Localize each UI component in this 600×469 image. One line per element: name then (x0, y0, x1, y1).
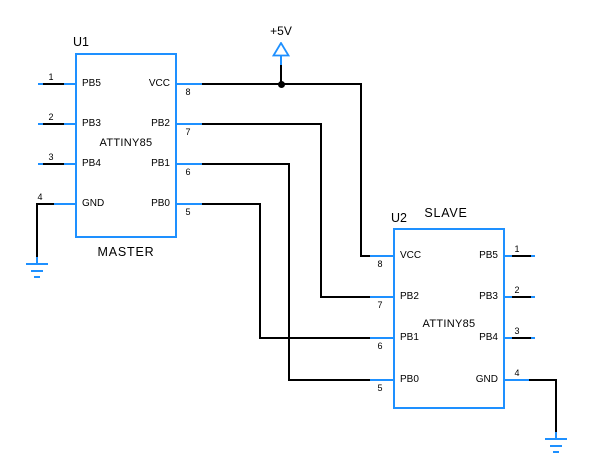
pin-number-underline (43, 123, 64, 125)
wire-segment[interactable] (320, 123, 322, 298)
wire-segment[interactable] (360, 255, 370, 257)
pin-stub[interactable] (177, 203, 202, 205)
pin-label: GND (82, 198, 105, 209)
pin-number: 6 (185, 167, 191, 177)
pin-number: 8 (377, 259, 383, 269)
pin-stub[interactable] (177, 83, 202, 85)
pin-number: 5 (377, 383, 383, 393)
pin-number: 6 (377, 341, 383, 351)
pin-number: 1 (48, 72, 54, 82)
pin-number: 3 (514, 326, 520, 336)
pin-number-underline (512, 255, 531, 257)
pin-stub[interactable] (368, 296, 393, 298)
wire-segment[interactable] (320, 296, 370, 298)
pin-label: PB2 (151, 118, 170, 129)
wire-segment[interactable] (555, 379, 557, 434)
pin-label: GND (475, 374, 498, 385)
pin-stub[interactable] (177, 163, 202, 165)
power-arrow-icon[interactable] (272, 42, 290, 57)
wire-segment[interactable] (360, 83, 362, 257)
pin-number-underline (512, 296, 531, 298)
u2-chip-body[interactable] (393, 228, 505, 409)
pin-number-underline (43, 83, 64, 85)
wire-segment[interactable] (280, 64, 282, 84)
u1-refdes: U1 (73, 35, 89, 49)
pin-number: 3 (48, 152, 54, 162)
pin-number: 7 (185, 127, 191, 137)
wire-segment[interactable] (36, 203, 54, 205)
pin-number: 5 (185, 207, 191, 217)
pin-label: PB5 (479, 250, 498, 261)
pin-number-underline (512, 337, 531, 339)
pin-label: PB5 (82, 78, 101, 89)
pin-number-underline (43, 163, 64, 165)
pin-label: PB1 (400, 332, 419, 343)
pin-number: 7 (377, 300, 383, 310)
pin-number: 2 (514, 285, 520, 295)
pin-label: PB3 (479, 291, 498, 302)
pin-stub[interactable] (505, 379, 530, 381)
wire-segment[interactable] (259, 337, 370, 339)
wire-segment[interactable] (288, 379, 370, 381)
wire-segment[interactable] (202, 203, 261, 205)
pin-label: VCC (400, 250, 422, 261)
pin-number: 4 (37, 192, 43, 202)
u2-role-label: SLAVE (424, 206, 468, 220)
wire-segment[interactable] (288, 163, 290, 381)
junction-dot (278, 81, 285, 88)
pin-label: PB1 (151, 158, 170, 169)
pin-label: PB0 (151, 198, 170, 209)
pin-label: PB2 (400, 291, 419, 302)
u2-refdes: U2 (391, 211, 407, 225)
wire-segment[interactable] (202, 123, 322, 125)
u1-chip-body[interactable] (75, 53, 177, 238)
u1-role-label: MASTER (97, 245, 155, 259)
pin-stub[interactable] (53, 203, 75, 205)
pin-label: PB0 (400, 374, 419, 385)
pin-stub[interactable] (368, 255, 393, 257)
wire-segment[interactable] (36, 203, 38, 259)
power-rail-label: +5V (270, 24, 292, 38)
pin-stub[interactable] (177, 123, 202, 125)
u2-part-name: ATTINY85 (422, 318, 476, 330)
pin-label: PB3 (82, 118, 101, 129)
pin-number: 8 (185, 87, 191, 97)
pin-label: PB4 (479, 332, 498, 343)
power-symbol-stem[interactable] (280, 55, 282, 65)
wire-segment[interactable] (529, 379, 557, 381)
pin-label: PB4 (82, 158, 101, 169)
pin-stub[interactable] (368, 337, 393, 339)
wire-segment[interactable] (202, 163, 290, 165)
wire-segment[interactable] (259, 203, 261, 339)
pin-stub[interactable] (368, 379, 393, 381)
u1-part-name: ATTINY85 (99, 137, 153, 149)
pin-number: 2 (48, 112, 54, 122)
pin-number: 4 (514, 368, 520, 378)
pin-label: VCC (148, 78, 170, 89)
pin-number: 1 (514, 244, 520, 254)
